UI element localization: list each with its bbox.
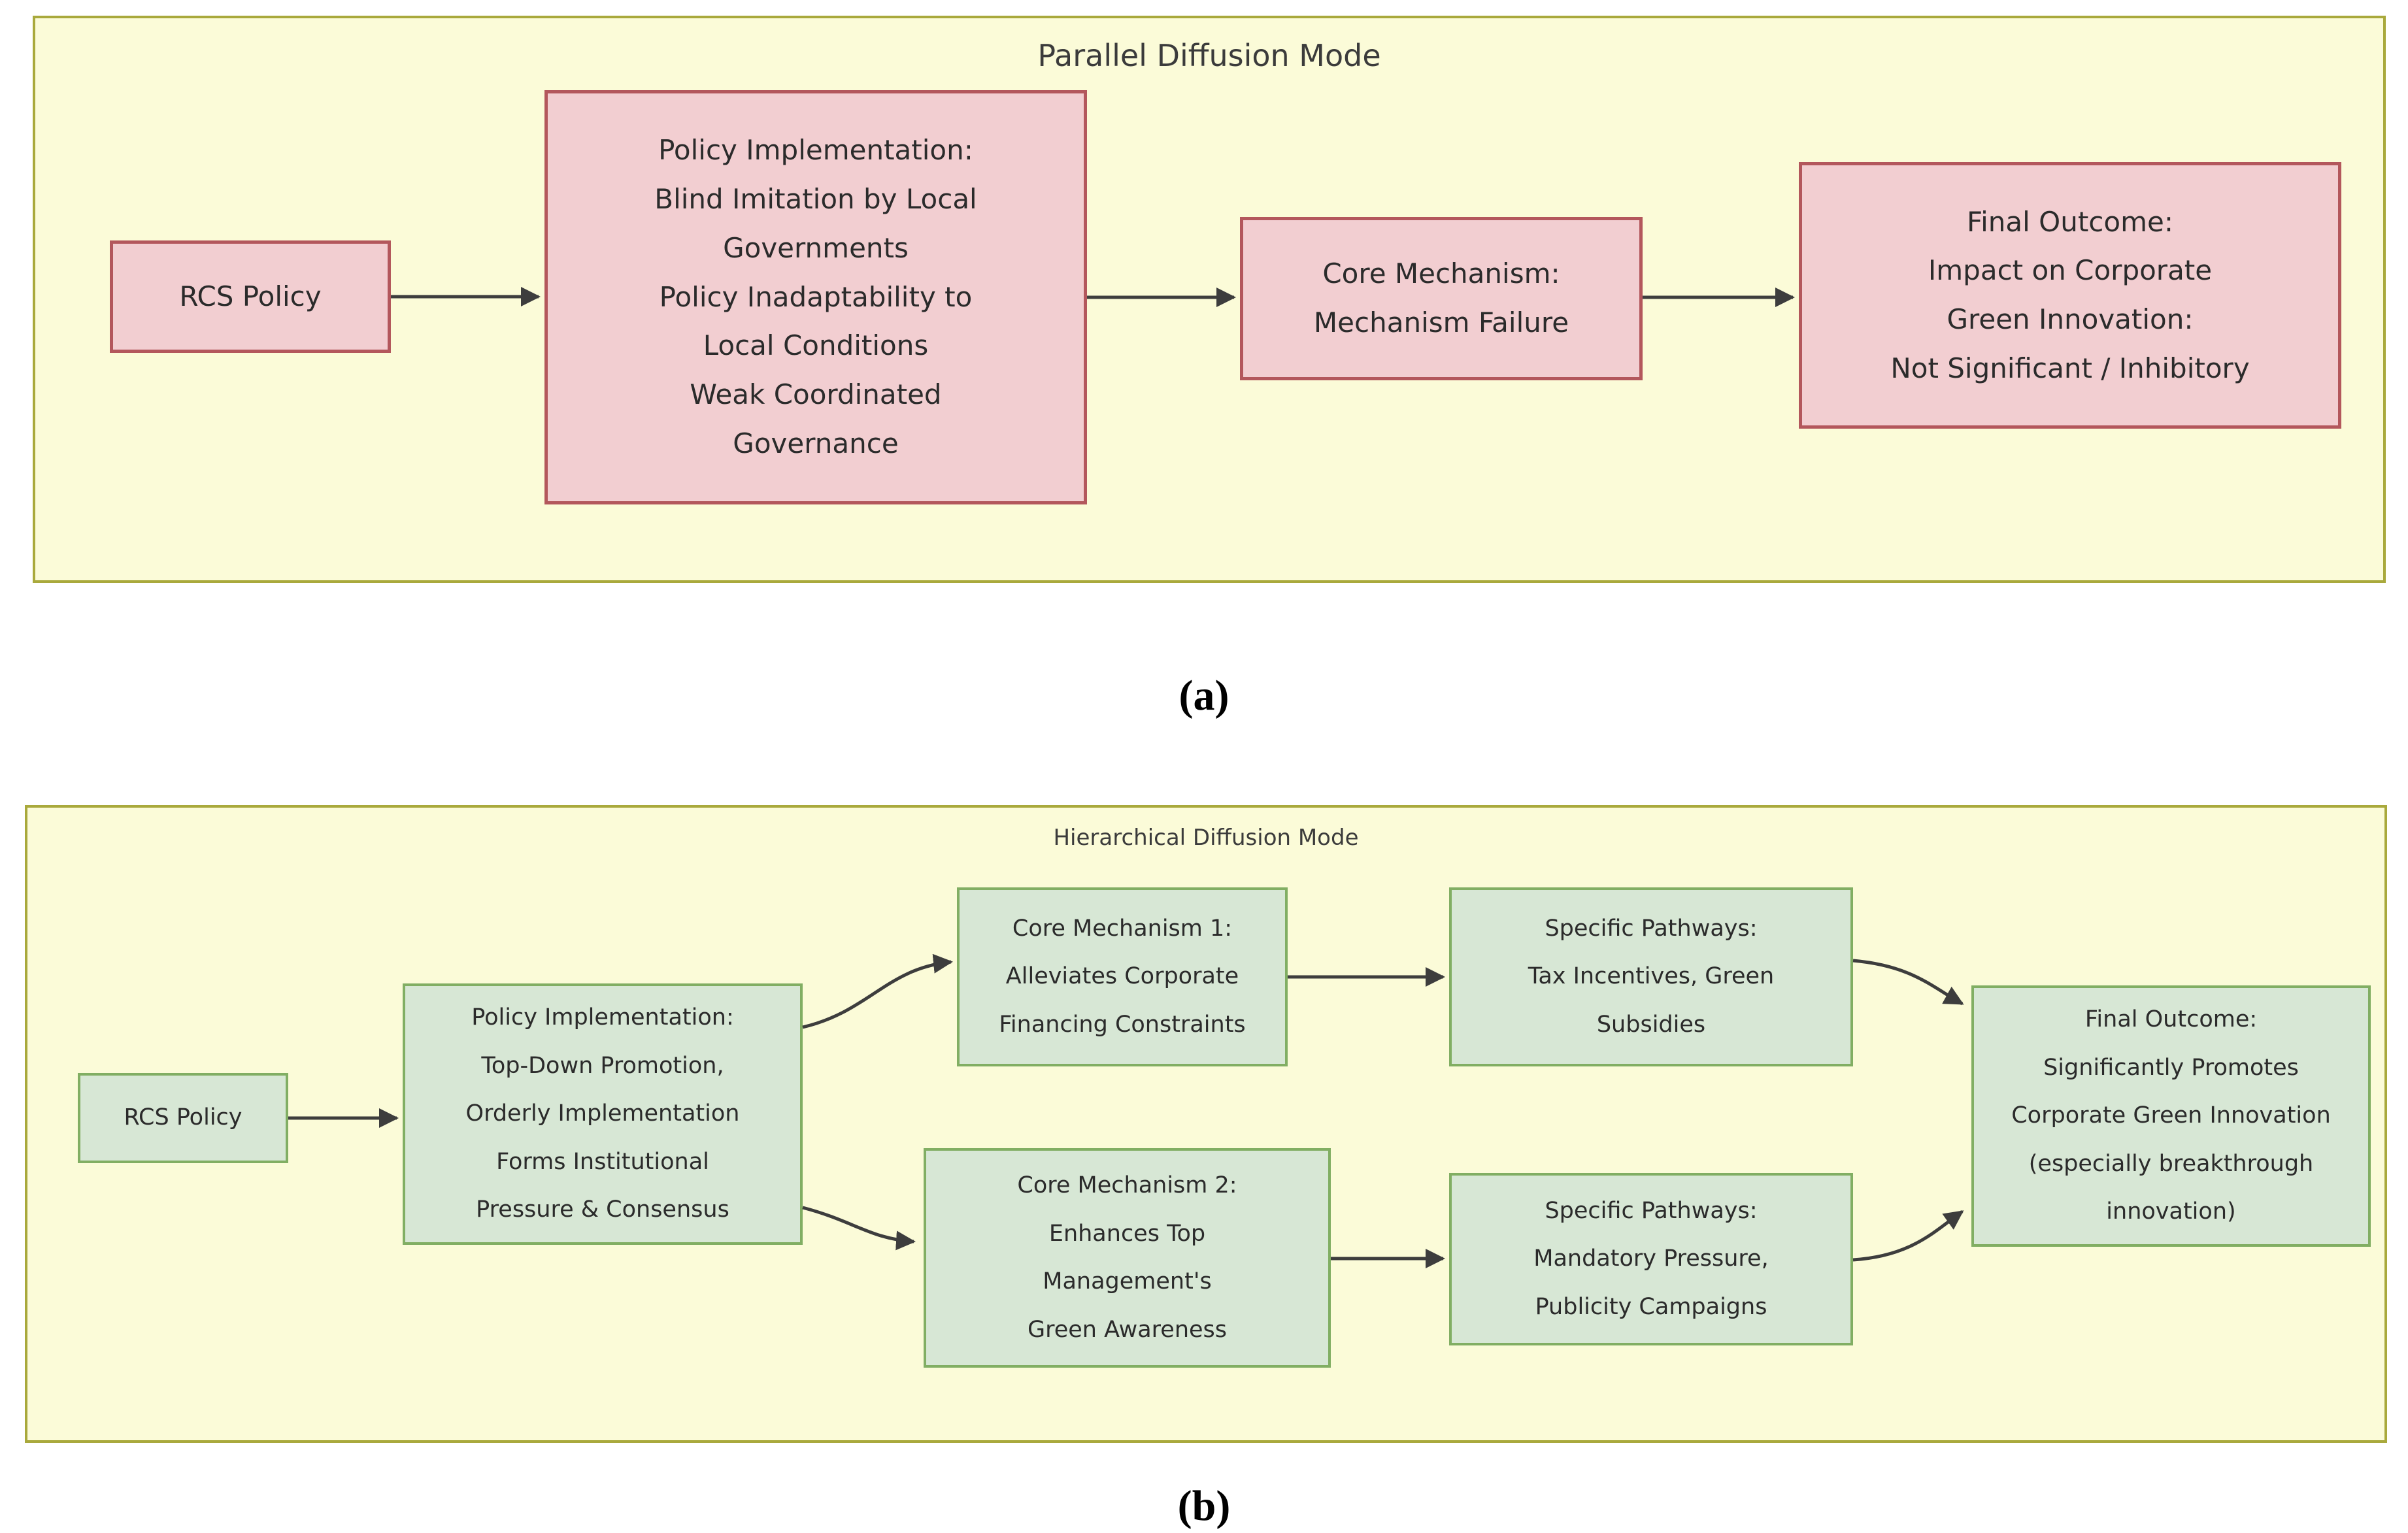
node-b-rcs-policy-label: RCS Policy bbox=[124, 1104, 242, 1131]
node-b-final-outcome: Final Outcome: Significantly Promotes Co… bbox=[1971, 985, 2371, 1247]
node-a-core-mechanism: Core Mechanism: Mechanism Failure bbox=[1240, 217, 1643, 380]
node-a-rcs-policy-label: RCS Policy bbox=[179, 280, 322, 312]
node-b-rcs-policy: RCS Policy bbox=[78, 1073, 288, 1163]
node-a-core-mechanism-label: Core Mechanism: Mechanism Failure bbox=[1313, 257, 1569, 338]
caption-a: (a) bbox=[1179, 672, 1229, 719]
caption-b: (b) bbox=[1177, 1482, 1231, 1530]
node-b-final-outcome-label: Final Outcome: Significantly Promotes Co… bbox=[2011, 1006, 2331, 1225]
node-b-policy-implementation-label: Policy Implementation: Top-Down Promotio… bbox=[465, 1004, 740, 1223]
panel-b-title: Hierarchical Diffusion Mode bbox=[1053, 825, 1359, 851]
node-b-policy-implementation: Policy Implementation: Top-Down Promotio… bbox=[403, 983, 803, 1245]
node-b-core-mechanism-2: Core Mechanism 2: Enhances Top Managemen… bbox=[924, 1148, 1331, 1368]
node-a-rcs-policy: RCS Policy bbox=[110, 240, 391, 353]
node-a-policy-implementation-label: Policy Implementation: Blind Imitation b… bbox=[654, 134, 977, 459]
node-b-core-mechanism-2-label: Core Mechanism 2: Enhances Top Managemen… bbox=[1017, 1172, 1237, 1343]
node-a-final-outcome-label: Final Outcome: Impact on Corporate Green… bbox=[1890, 205, 2250, 384]
node-b-specific-pathways-1-label: Specific Pathways: Tax Incentives, Green… bbox=[1528, 915, 1775, 1038]
node-b-specific-pathways-1: Specific Pathways: Tax Incentives, Green… bbox=[1449, 887, 1853, 1066]
panel-a-title: Parallel Diffusion Mode bbox=[1037, 38, 1381, 73]
node-b-core-mechanism-1-label: Core Mechanism 1: Alleviates Corporate F… bbox=[999, 915, 1246, 1038]
node-b-specific-pathways-2: Specific Pathways: Mandatory Pressure, P… bbox=[1449, 1173, 1853, 1345]
node-a-final-outcome: Final Outcome: Impact on Corporate Green… bbox=[1799, 162, 2341, 429]
node-b-core-mechanism-1: Core Mechanism 1: Alleviates Corporate F… bbox=[957, 887, 1288, 1066]
node-a-policy-implementation: Policy Implementation: Blind Imitation b… bbox=[544, 90, 1087, 504]
node-b-specific-pathways-2-label: Specific Pathways: Mandatory Pressure, P… bbox=[1533, 1197, 1769, 1320]
